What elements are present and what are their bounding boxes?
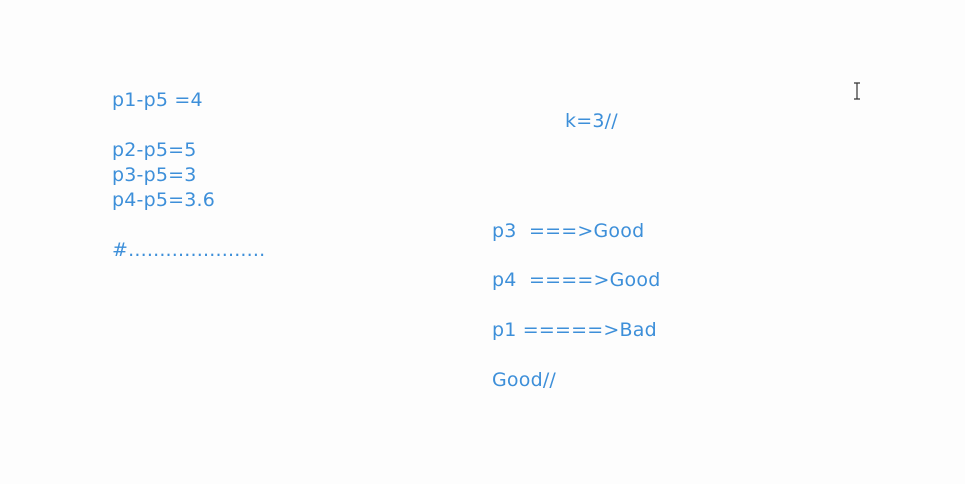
note-p3-p5: p3-p5=3 (112, 164, 197, 186)
note-k: k=3// (565, 110, 618, 132)
note-p1-bad: p1 =====>Bad (492, 319, 657, 341)
note-p3-good: p3 ===>Good (492, 220, 645, 242)
note-p4-good: p4 ====>Good (492, 269, 661, 291)
note-p2-p5: p2-p5=5 (112, 139, 197, 161)
note-ellipsis: #...................... (112, 239, 266, 261)
note-p1-p5: p1-p5 =4 (112, 89, 203, 111)
note-good-result: Good// (492, 369, 557, 391)
text-cursor-icon (854, 82, 860, 100)
note-p4-p5: p4-p5=3.6 (112, 189, 216, 211)
